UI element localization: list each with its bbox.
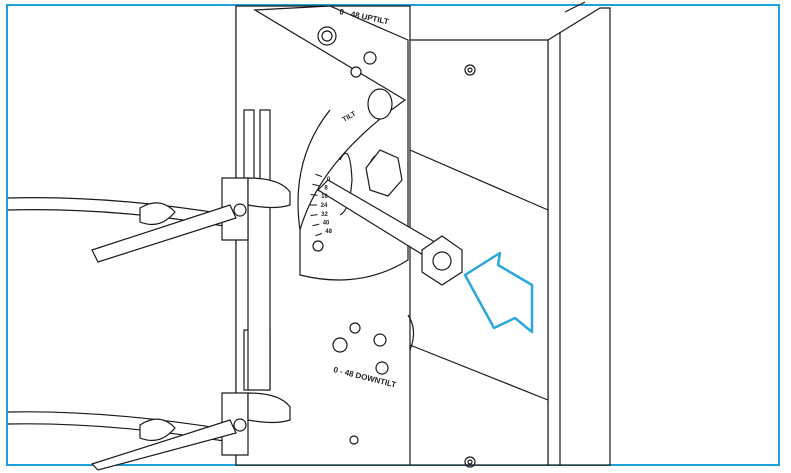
scale-tick-label: 32: [321, 212, 328, 218]
scale-tick-label: 24: [321, 203, 328, 209]
scale-tick-label: 40: [323, 221, 330, 227]
scale-tick-label: 48: [325, 229, 332, 235]
antenna-panel: [548, 2, 610, 465]
scale-tick-label: 16: [321, 194, 328, 200]
